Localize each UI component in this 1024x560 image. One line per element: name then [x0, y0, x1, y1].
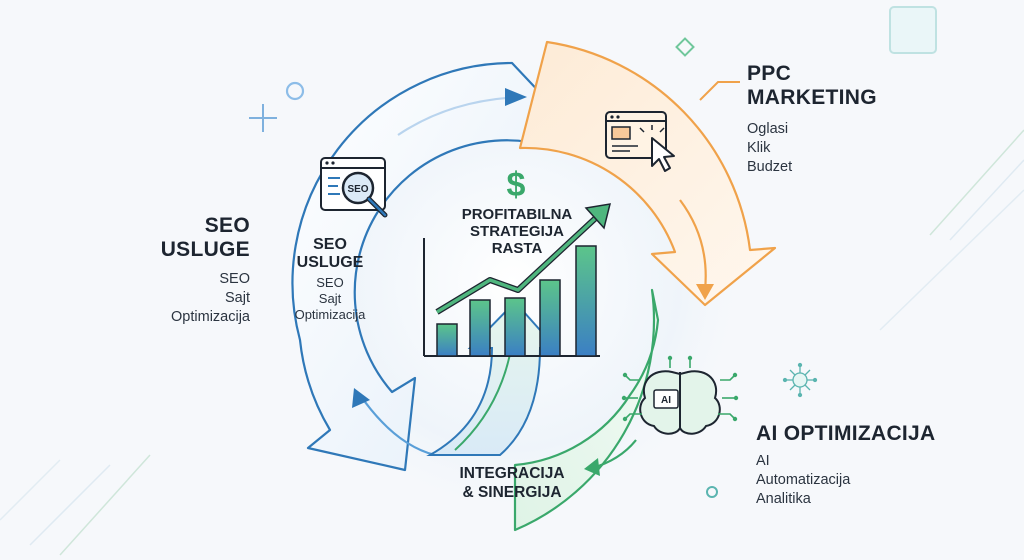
integration-title-line: & SINERGIJA	[462, 484, 562, 501]
seo-inner-arrow-trail	[397, 95, 521, 136]
growth-bar	[436, 323, 458, 357]
seo-outer-item: Optimizacija	[171, 309, 250, 326]
center-title-line: RASTA	[491, 240, 543, 257]
seo-outer-title-line: SEO	[204, 214, 250, 237]
integration-title-line: INTEGRACIJA	[459, 465, 565, 482]
ppc-title-line: PPC	[747, 62, 792, 85]
ppc-item: Oglasi	[747, 121, 789, 138]
seo-outer-items: SEO Sajt Optimizacija	[120, 270, 250, 327]
seo-inner-item: SEO	[316, 275, 344, 290]
ai-items: AI Automatizacija Analitika	[756, 452, 936, 509]
ppc-item: Budzet	[747, 159, 793, 176]
ppc-label: PPC MARKETING Oglasi Klik Budzet	[747, 62, 877, 177]
seo-icon-label: SEO	[347, 184, 368, 195]
ppc-items: Oglasi Klik Budzet	[747, 120, 877, 177]
network-node-icon	[782, 362, 818, 398]
center-title-line: PROFITABILNA	[461, 206, 573, 223]
ppc-title-line: MARKETING	[747, 86, 877, 110]
ai-item: Analitika	[756, 491, 811, 508]
ai-item: AI	[756, 453, 770, 470]
ppc-item: Klik	[747, 140, 771, 157]
growth-bar	[504, 297, 526, 357]
integration-left-arrow	[359, 394, 436, 457]
growth-arrow-icon	[435, 203, 612, 315]
browser-click-icon	[605, 111, 675, 172]
seo-inner-items: SEO Sajt Optimizacija	[280, 275, 380, 323]
growth-bar	[469, 299, 491, 357]
diamond-decoration	[675, 37, 695, 57]
seo-inner-item: Sajt	[318, 291, 342, 306]
growth-bar	[575, 245, 597, 357]
background-decorations	[0, 129, 1024, 556]
seo-outer-label: SEO USLUGE SEO Sajt Optimizacija	[120, 214, 250, 327]
seo-arrowhead-icon	[505, 88, 527, 106]
ai-label: AI OPTIMIZACIJA AI Automatizacija Analit…	[756, 422, 936, 509]
seo-inner-title-line: USLUGE	[296, 254, 364, 271]
ai-item: Automatizacija	[756, 472, 851, 489]
ppc-cycle-segment	[518, 40, 777, 307]
seo-outer-item: Sajt	[225, 290, 250, 307]
seo-outer-item: SEO	[219, 271, 250, 288]
growth-bar	[539, 279, 561, 357]
seo-inner-label: SEO USLUGE SEO Sajt Optimizacija	[280, 236, 380, 323]
plus-decoration	[249, 104, 277, 132]
corner-square-decoration	[889, 6, 937, 54]
seo-inner-title-line: SEO	[313, 236, 347, 253]
seo-inner-item: Optimizacija	[294, 307, 366, 322]
ppc-arrowhead-icon	[696, 284, 714, 300]
integration-title: INTEGRACIJA & SINERGIJA	[432, 464, 592, 502]
ai-arrowhead-icon	[584, 458, 600, 476]
ai-chip-label: AI	[661, 395, 671, 406]
circle-decoration	[285, 81, 305, 101]
seo-magnifier-icon: SEO	[320, 157, 388, 218]
integration-left-arrowhead-icon	[352, 388, 370, 408]
center-title-line: STRATEGIJA	[470, 223, 564, 240]
growth-chart-icon	[423, 238, 600, 357]
ai-title: AI OPTIMIZACIJA	[756, 422, 936, 445]
ppc-inner-arrow	[679, 199, 707, 291]
dollar-sign-icon: $	[507, 166, 526, 204]
center-title: PROFITABILNA STRATEGIJA RASTA	[426, 206, 608, 257]
seo-outer-title-line: USLUGE	[160, 238, 250, 262]
ppc-connector-line	[699, 81, 740, 101]
ai-brain-icon: AI	[621, 355, 739, 435]
small-circle-decoration	[706, 486, 718, 498]
